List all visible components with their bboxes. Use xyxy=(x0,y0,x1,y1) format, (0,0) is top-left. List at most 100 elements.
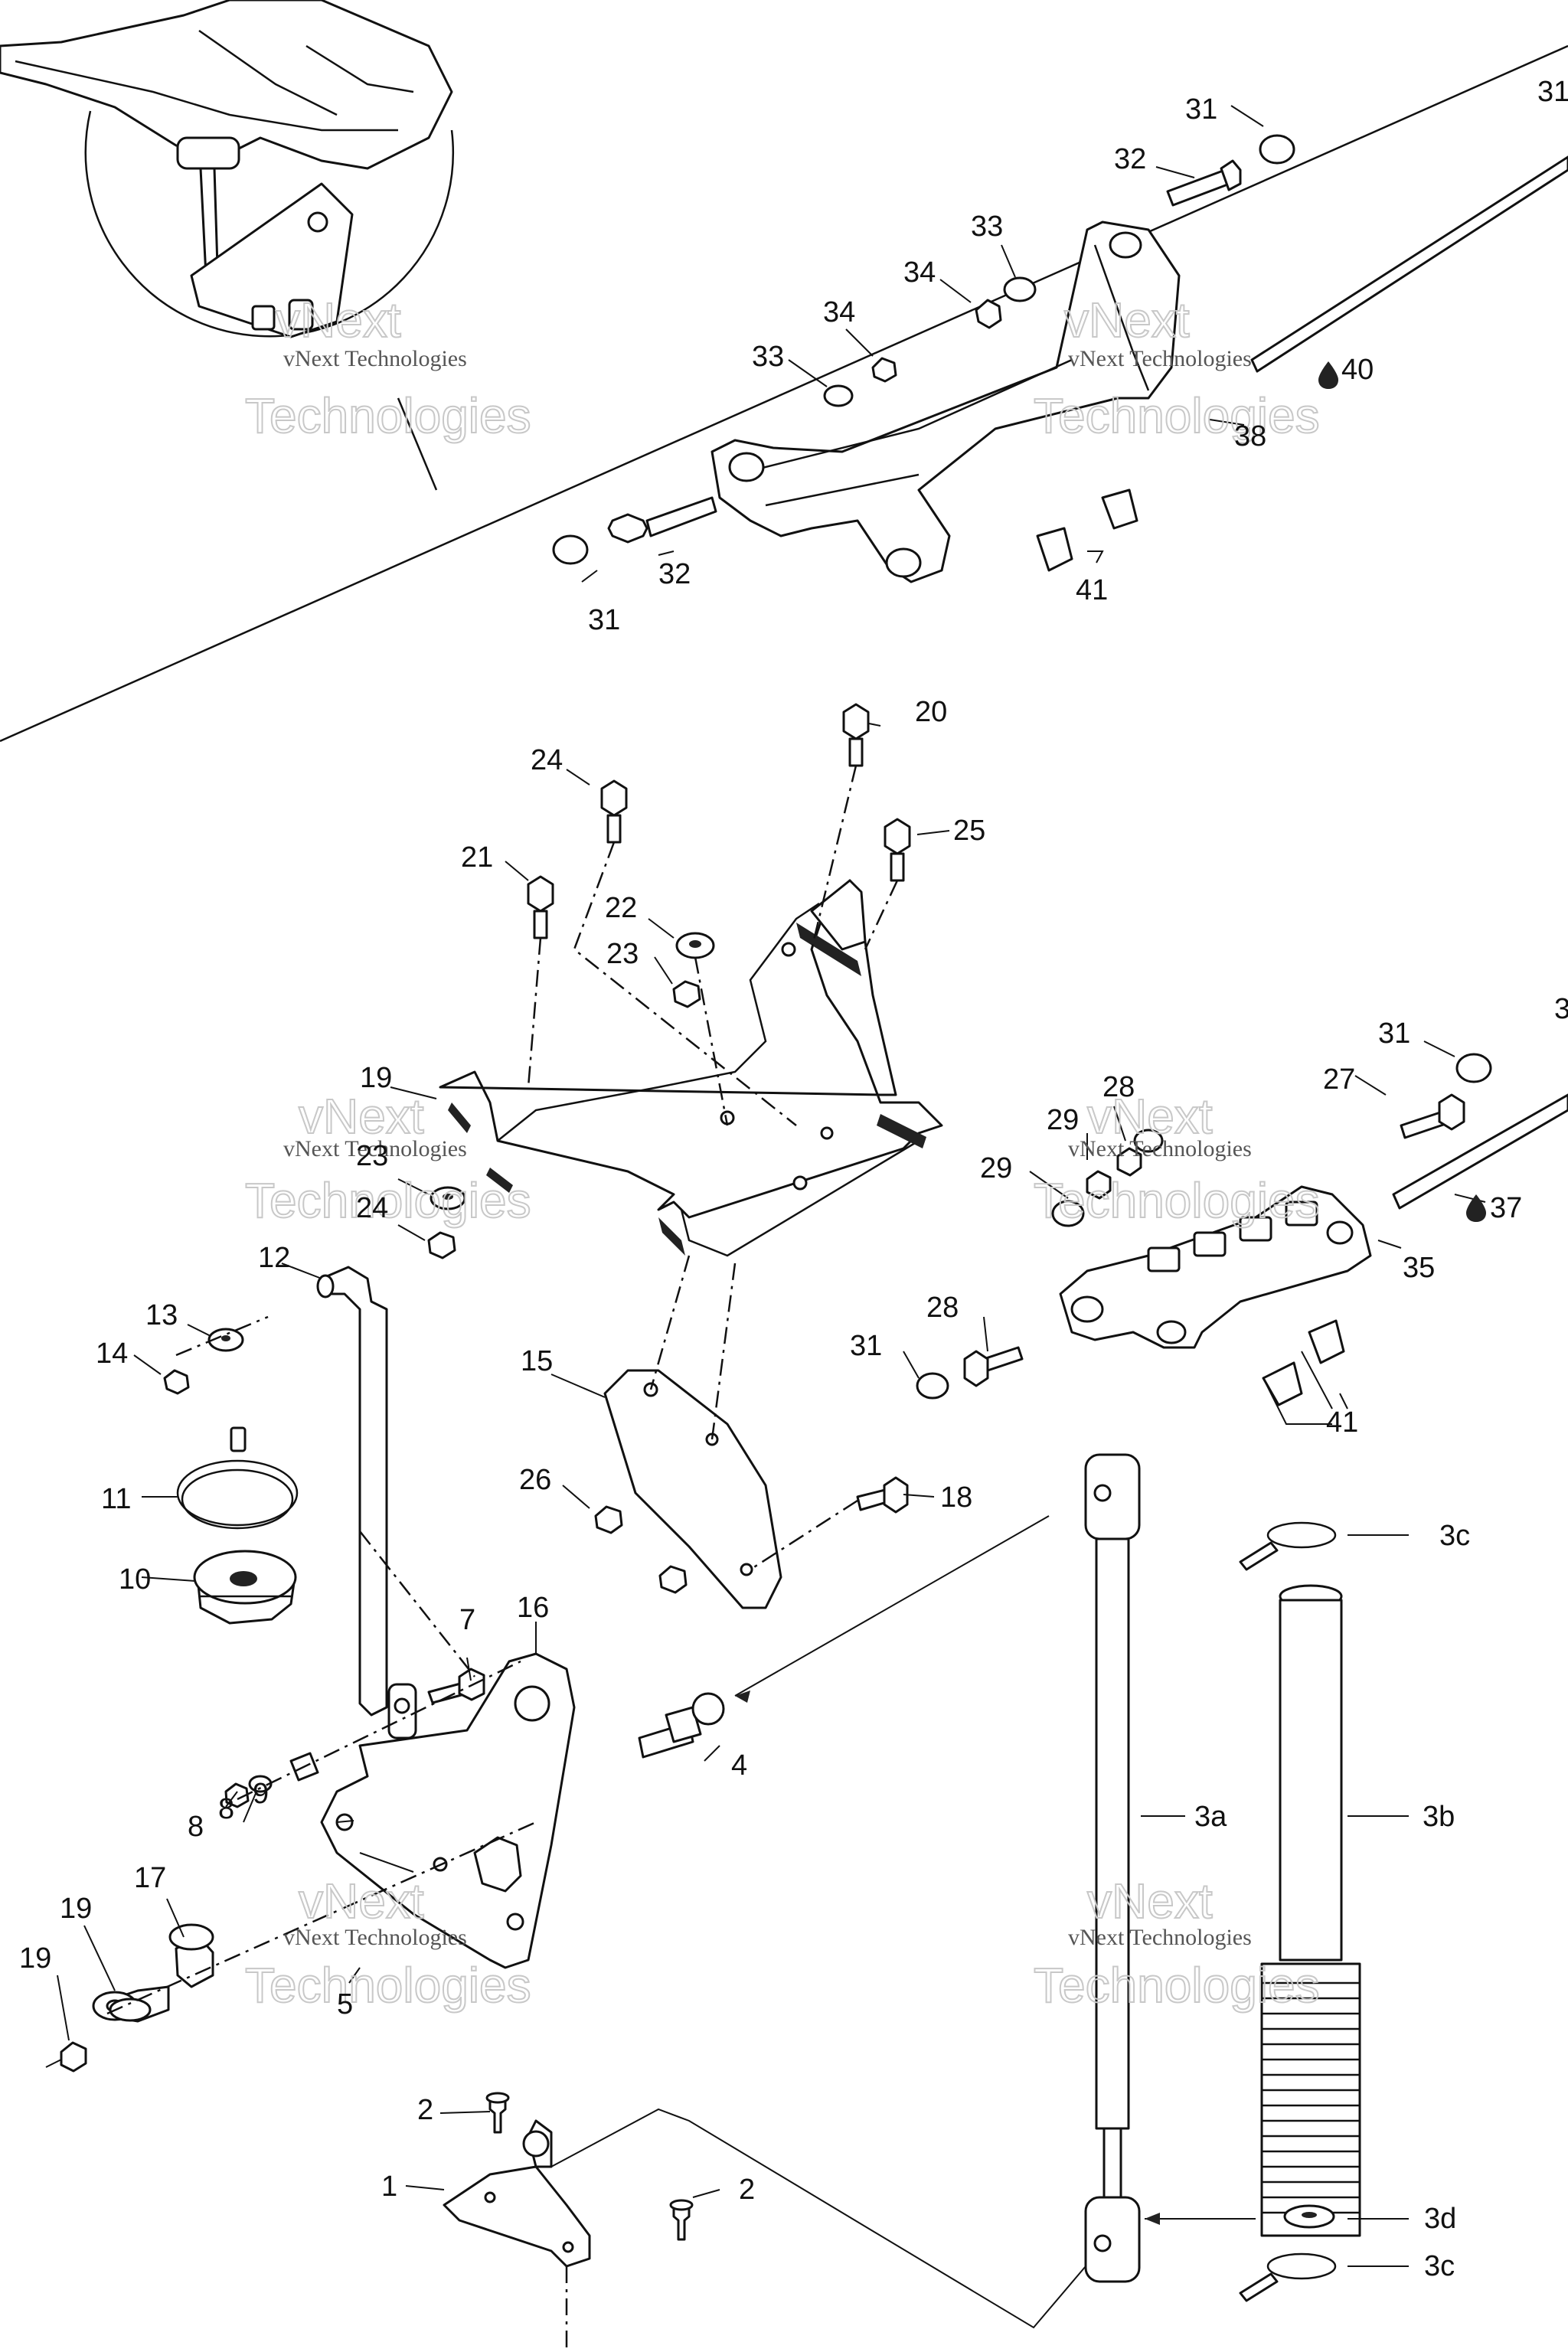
callout-27: 26 xyxy=(519,1464,551,1496)
svg-text:vNext: vNext xyxy=(299,1089,424,1144)
callout-1: 1 xyxy=(381,2171,397,2203)
upper-a-arm xyxy=(710,220,1181,583)
svg-text:vNext: vNext xyxy=(1064,292,1190,348)
bracket-bolts xyxy=(427,703,911,1259)
svg-text:vNext Technologies: vNext Technologies xyxy=(1068,346,1252,371)
svg-text:Technologies: Technologies xyxy=(245,1958,531,2013)
callout-16: 15 xyxy=(521,1345,553,1377)
callout-31: 31 xyxy=(588,604,620,636)
callout-22: 19 xyxy=(360,1062,392,1094)
callout-3d: 3d xyxy=(1424,2203,1456,2235)
callout-33: 33 xyxy=(971,211,1003,243)
svg-text:vNext Technologies: vNext Technologies xyxy=(283,346,467,371)
callout-19: 18 xyxy=(940,1481,972,1514)
callout-32: 32 xyxy=(1114,143,1146,175)
callout-12: 11 xyxy=(101,1483,131,1515)
svg-text:vNext: vNext xyxy=(1087,1089,1213,1144)
callout-3c: 3c xyxy=(1424,2250,1455,2282)
bolt-19 xyxy=(750,1476,909,1571)
lower-bracket xyxy=(443,2092,1086,2352)
lubricant-icon xyxy=(1466,1194,1486,1222)
svg-text:Technologies: Technologies xyxy=(1034,1958,1320,2013)
callout-28: 27 xyxy=(1323,1063,1355,1096)
small-hardware xyxy=(45,1315,537,2073)
main-bracket-plate xyxy=(439,879,943,1257)
svg-text:Technologies: Technologies xyxy=(1034,388,1320,443)
support-bracket xyxy=(594,1255,782,1609)
callout-29: 29 xyxy=(980,1152,1012,1184)
callout-40: 40 xyxy=(1341,354,1374,386)
callout-23: 21 xyxy=(461,841,493,874)
callout-23: 20 xyxy=(915,696,947,728)
shock-clamps xyxy=(1239,1521,1337,2302)
callout-labels: 31 31 32 33 34 34 33 40 38 32 31 41 20 2… xyxy=(19,76,1568,2282)
lower-arm-hardware xyxy=(916,1053,1568,1406)
shock-boot-3b xyxy=(1260,1584,1361,2237)
callout-5: 5 xyxy=(337,1988,353,2020)
callout-31: 31 xyxy=(1537,76,1568,108)
callout-31: 31 xyxy=(1185,93,1217,126)
callout-24: 23 xyxy=(356,1140,388,1172)
callout-28: 28 xyxy=(926,1292,959,1324)
callout-34: 34 xyxy=(903,256,936,289)
upper-hardware xyxy=(552,134,1568,572)
svg-text:vNext: vNext xyxy=(1087,1873,1213,1929)
ball-stud xyxy=(638,1515,1050,1759)
callout-25: 24 xyxy=(356,1192,388,1224)
callout-9: 8 xyxy=(188,1811,204,1843)
callout-31: 31 xyxy=(1378,1018,1410,1050)
divider-line xyxy=(0,44,1568,743)
callout-15: 14 xyxy=(96,1338,128,1370)
callout-8: 8 xyxy=(218,1793,234,1825)
callout-24: 22 xyxy=(605,892,637,924)
callout-33: 33 xyxy=(752,341,784,373)
callout-29: 28 xyxy=(1102,1071,1135,1103)
callout-3c: 3c xyxy=(1439,1520,1470,1552)
detail-circle-view xyxy=(0,0,455,491)
clamp-band xyxy=(176,1426,299,1530)
callout-37: 37 xyxy=(1490,1192,1522,1224)
leader-arrows xyxy=(735,1690,1256,2225)
callout-2: 2 xyxy=(739,2174,755,2206)
callout-31: 31 xyxy=(850,1330,882,1362)
callout-38: 38 xyxy=(1234,420,1266,452)
callout-13: 12 xyxy=(258,1242,290,1274)
svg-text:Technologies: Technologies xyxy=(245,1173,531,1228)
grommet xyxy=(193,1550,297,1625)
svg-text:vNext Technologies: vNext Technologies xyxy=(283,1925,467,1950)
callout-4: 4 xyxy=(731,1749,747,1782)
svg-text:vNext: vNext xyxy=(299,1873,424,1929)
callout-26: 25 xyxy=(953,815,985,847)
callout-41: 41 xyxy=(1076,574,1108,606)
callout-3: 3 xyxy=(1554,993,1568,1025)
callout-10: 9 xyxy=(253,1778,269,1810)
svg-text:Technologies: Technologies xyxy=(245,388,531,443)
callout-18: 17 xyxy=(134,1862,166,1894)
callout-32: 32 xyxy=(658,558,691,590)
callout-3a: 3a xyxy=(1194,1801,1227,1833)
callout-35: 35 xyxy=(1403,1252,1435,1284)
callout-30: 29 xyxy=(1047,1104,1079,1136)
callout-7: 7 xyxy=(459,1604,475,1636)
callout-2: 2 xyxy=(417,2094,433,2126)
callout-leaders xyxy=(57,105,1486,2267)
callout-25: 23 xyxy=(606,938,639,970)
callout-14: 13 xyxy=(145,1299,178,1331)
svg-text:vNext Technologies: vNext Technologies xyxy=(283,1136,467,1161)
lubricant-icon xyxy=(1318,361,1338,389)
callout-3b: 3b xyxy=(1423,1801,1455,1833)
callout-21: 19 xyxy=(19,1942,51,1975)
callout-26: 24 xyxy=(531,744,563,776)
callout-41: 41 xyxy=(1326,1406,1358,1439)
control-rod xyxy=(316,1266,417,1740)
callout-17: 16 xyxy=(517,1592,549,1624)
svg-text:vNext: vNext xyxy=(276,292,401,348)
lower-a-arm xyxy=(1059,1185,1372,1349)
svg-text:vNext Technologies: vNext Technologies xyxy=(1068,1925,1252,1950)
svg-text:Technologies: Technologies xyxy=(1034,1173,1320,1228)
callout-20: 19 xyxy=(60,1893,92,1925)
svg-text:vNext Technologies: vNext Technologies xyxy=(1068,1136,1252,1161)
shock-absorber-3a xyxy=(1084,1453,1141,2283)
watermark: vNext Technologies vNext Technologies vN… xyxy=(244,292,1321,2014)
